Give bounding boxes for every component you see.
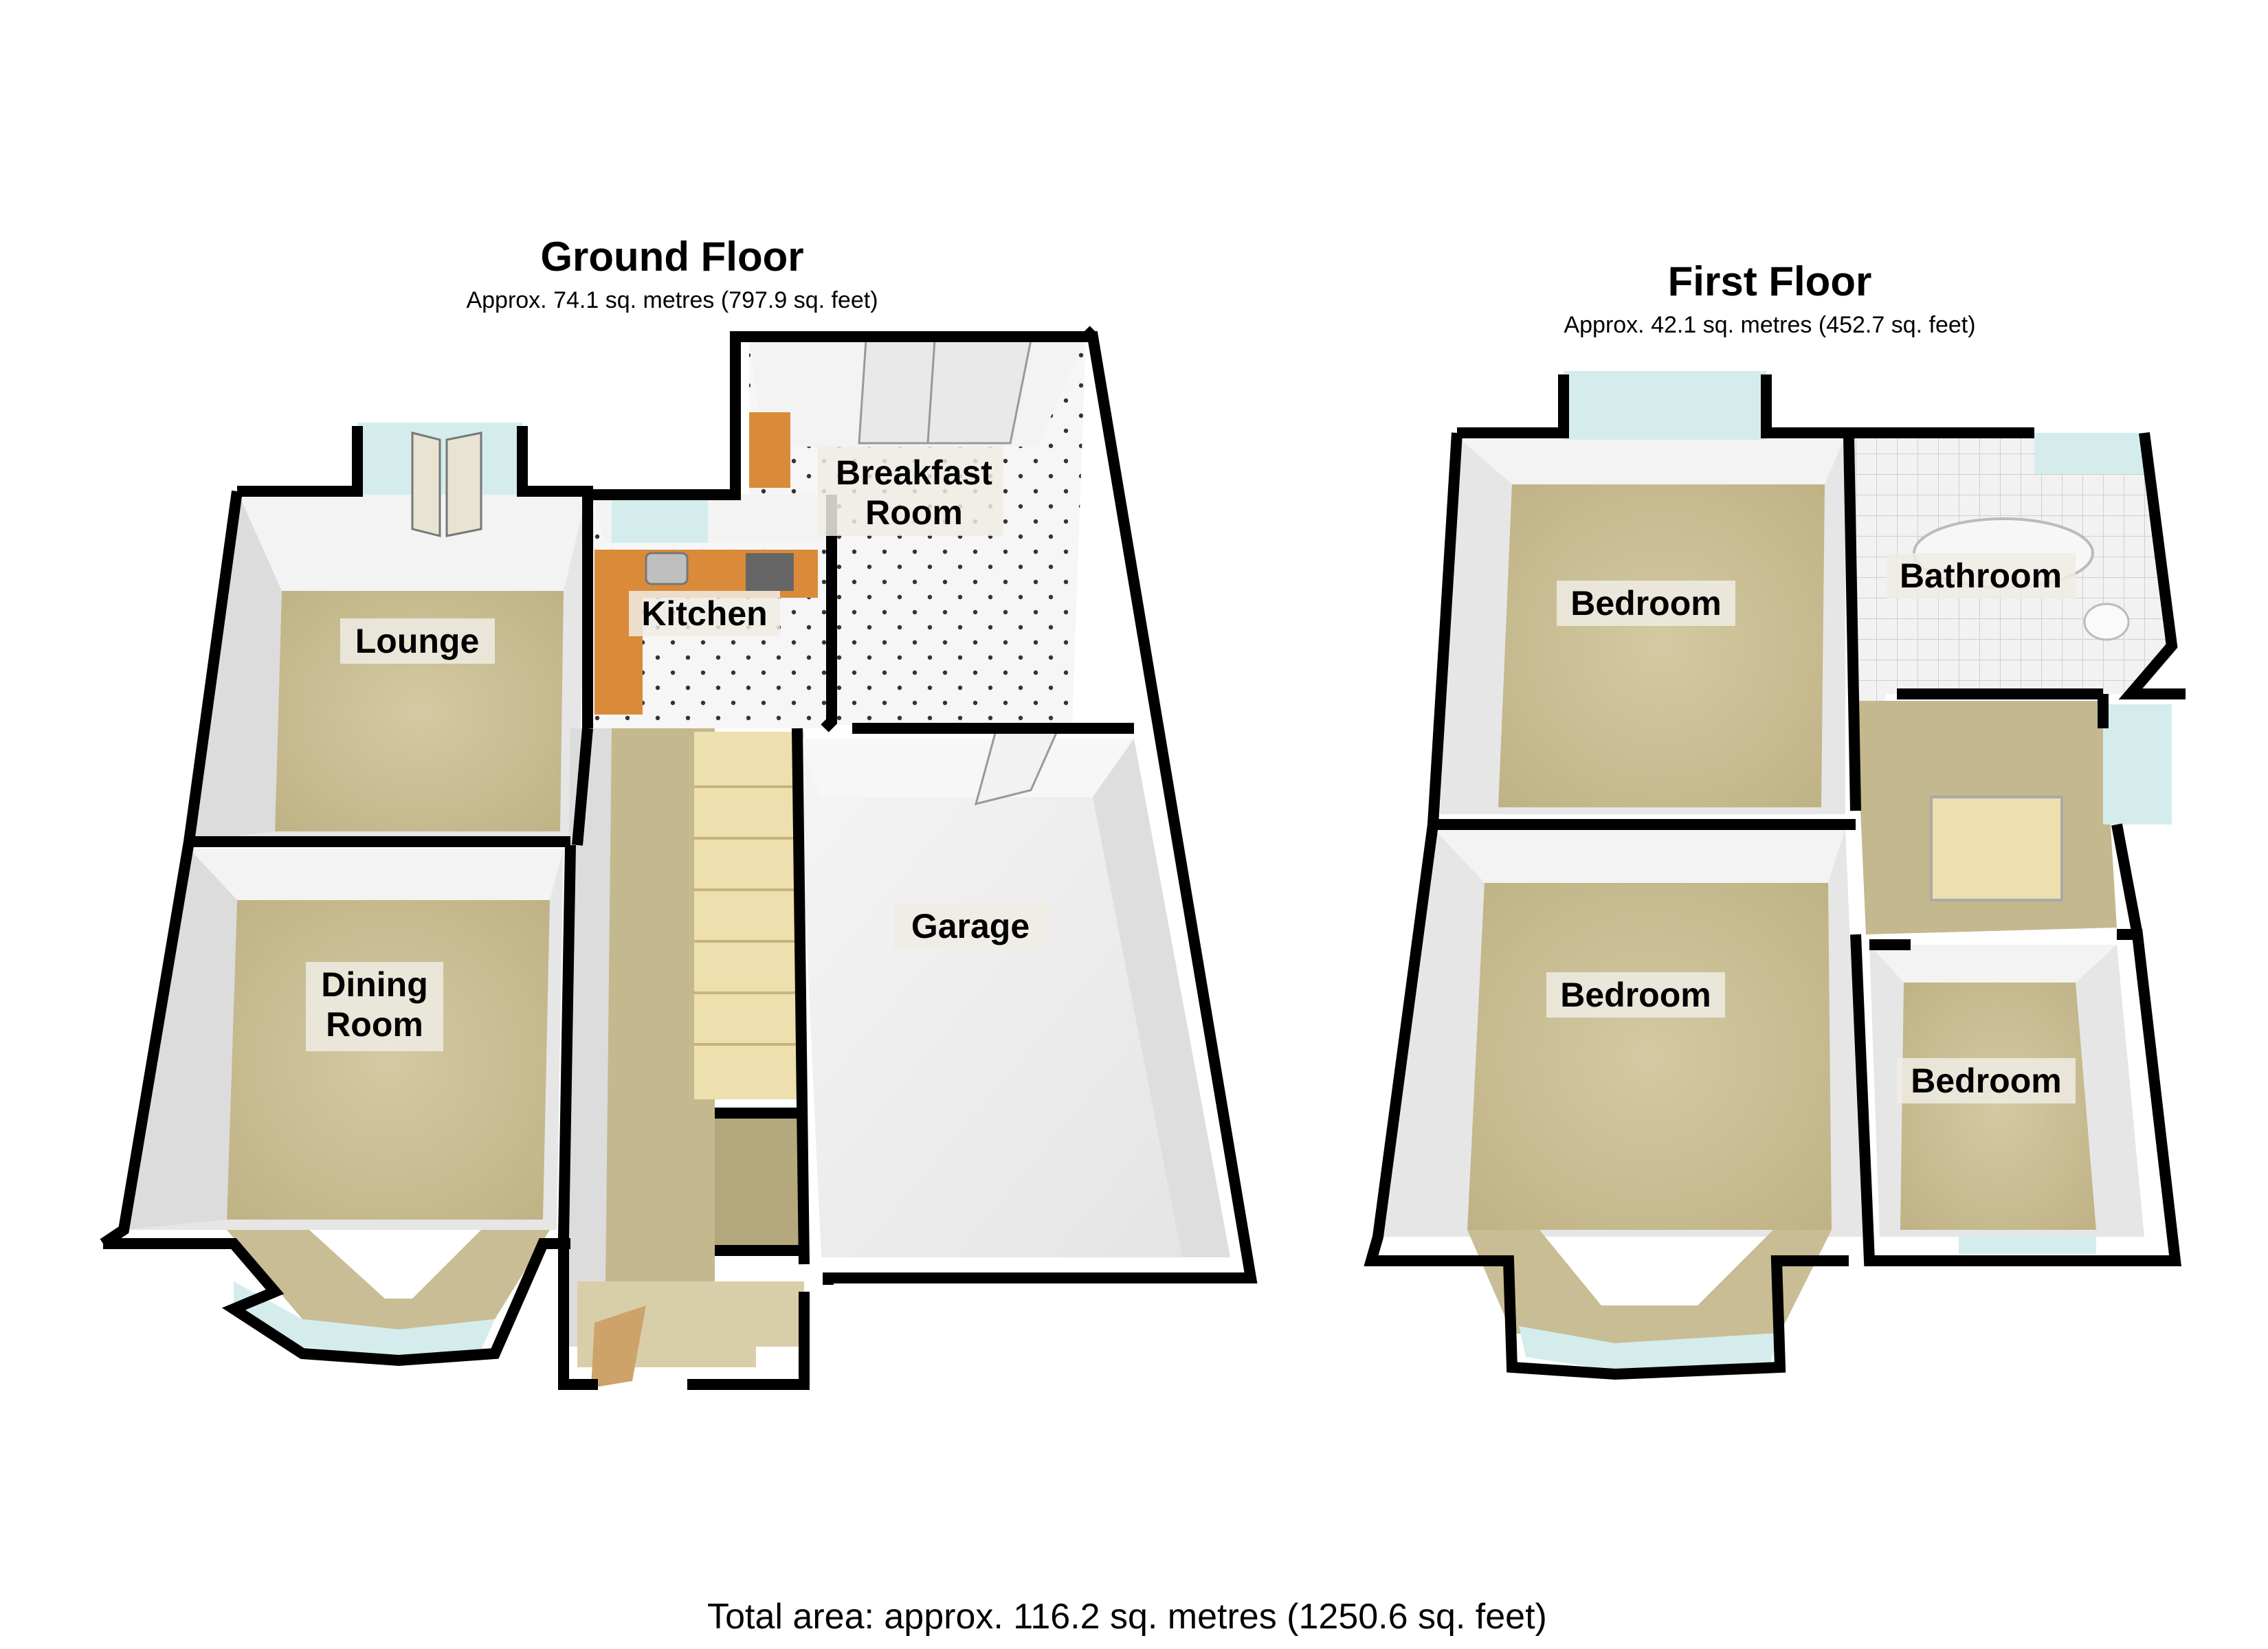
front-door: [591, 1305, 646, 1388]
room-label-bedroom-1: Bedroom: [1570, 584, 1721, 622]
landing: [1856, 701, 2172, 934]
room-label-bathroom: Bathroom: [1900, 557, 2062, 595]
garage-room: [797, 727, 1230, 1257]
ground-floor-plan: Ground Floor Approx. 74.1 sq. metres (79…: [100, 234, 1258, 1390]
hob-icon: [746, 553, 794, 591]
room-label-lounge: Lounge: [355, 622, 480, 660]
first-floor-walls: [1364, 374, 2186, 1380]
room-label-dining-line2: Room: [326, 1005, 423, 1044]
room-label-bedroom-3: Bedroom: [1911, 1062, 2061, 1100]
landing-stair-rail: [1930, 796, 2063, 901]
ground-floor-area: Approx. 74.1 sq. metres (797.9 sq. feet): [466, 287, 878, 313]
hallway: [564, 728, 804, 1388]
first-floor-plan: First Floor Approx. 42.1 sq. metres (452…: [1364, 258, 2186, 1380]
first-floor-area: Approx. 42.1 sq. metres (452.7 sq. feet): [1564, 312, 1975, 338]
dining-bay-window: [234, 1281, 495, 1357]
room-label-breakfast-line1: Breakfast: [836, 453, 992, 492]
bedroom-2-room: [1378, 828, 1863, 1371]
ground-floor-title: Ground Floor: [540, 234, 803, 280]
toilet-icon: [2083, 603, 2130, 641]
room-label-dining-line1: Dining: [321, 965, 428, 1004]
room-label-kitchen: Kitchen: [641, 594, 767, 633]
bedroom-2-bay-window: [1519, 1326, 1780, 1371]
staircase: [694, 732, 804, 1099]
bedroom-1-window: [1564, 371, 1766, 440]
room-label-bedroom-2: Bedroom: [1560, 976, 1711, 1014]
first-floor-title: First Floor: [1668, 258, 1872, 304]
ground-floor-walls: [100, 326, 1258, 1390]
sink-icon: [645, 552, 689, 585]
room-label-breakfast-line2: Room: [865, 493, 963, 532]
breakfast-bifold-doors: [858, 339, 1032, 445]
dining-room: [124, 849, 564, 1357]
room-label-garage: Garage: [911, 907, 1030, 945]
total-area-caption: Total area: approx. 116.2 sq. metres (12…: [707, 1597, 1547, 1637]
